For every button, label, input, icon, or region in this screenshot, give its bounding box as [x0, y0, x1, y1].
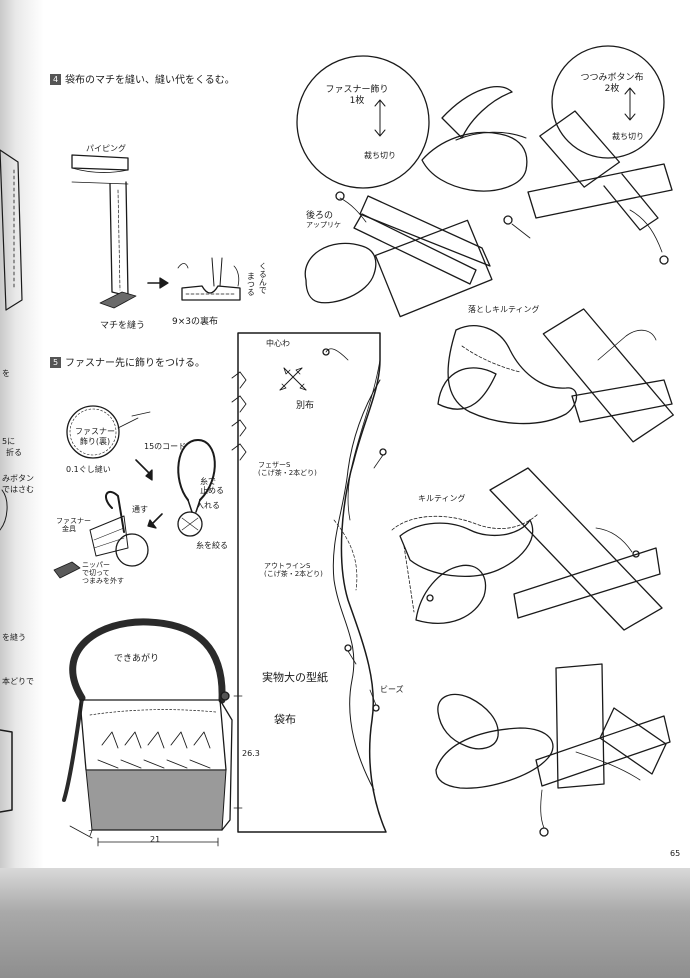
cord-label: 15のコード — [144, 442, 187, 451]
ornament-back-label-line-1: ファスナー — [75, 427, 115, 436]
covered-button-pattern-label: つつみボタン布 2枚 — [570, 74, 654, 94]
lining-bias-label: 9×3の裏布 — [172, 317, 218, 327]
previous-page-edge-drawing — [0, 149, 23, 813]
ornament-back-label: ファスナー 飾り(裏) — [66, 428, 124, 446]
feather-stitch-label: フェザーS (こげ茶・2本どり) — [258, 462, 317, 477]
running-stitch-label: 0.1ぐし縫い — [66, 465, 111, 474]
step-4-number: 4 — [50, 74, 61, 85]
gusset-sewing-diagram — [71, 154, 241, 309]
book-spine-shadow — [0, 0, 44, 880]
outline-stitch-label-line-2: (こげ茶・2本どり) — [264, 570, 323, 578]
tulip-applique-middle — [437, 308, 674, 443]
margin-fragment-4: みボタン — [2, 474, 34, 483]
margin-fragment-3: 折る — [6, 448, 22, 457]
margin-fragment-5: ではさむ — [2, 485, 34, 494]
margin-fragment-7: 本どりで — [2, 677, 34, 686]
wrap-stitch-label-2: まつる — [246, 272, 256, 296]
drop-quilting-label: 落としキルティング — [468, 305, 540, 314]
zipper-pull-label: ファスナー 金具 — [56, 518, 91, 533]
finished-bag-drawing — [62, 618, 243, 847]
outline-stitch-label-line-1: アウトラインS — [264, 562, 311, 570]
finished-title: できあがり — [114, 654, 160, 664]
cut-pull-label: ニッパー で切って つまみを外す — [82, 562, 124, 585]
full-size-pattern-label: 実物大の型紙 — [262, 671, 328, 684]
bag-cloth-pattern-piece — [231, 332, 387, 833]
beads-label: ビーズ — [380, 685, 404, 694]
cut-pull-label-line-3: つまみを外す — [82, 577, 124, 585]
step-5-number: 5 — [50, 357, 61, 368]
zipper-ornament-circle — [296, 55, 430, 189]
covered-button-pattern-label-line-1: つつみボタン布 — [580, 73, 644, 83]
gather-thread-label: 糸を絞る — [196, 541, 228, 550]
insert-label: 入れる — [196, 501, 220, 510]
step-4-text: 袋布のマチを縫い、縫い代をくるむ。 — [65, 75, 235, 86]
finished-width: 21 — [150, 835, 161, 844]
page-number: 65 — [670, 849, 681, 858]
back-applique-label: 後ろの アップリケ — [306, 212, 341, 229]
feather-stitch-label-line-2: (こげ茶・2本どり) — [258, 469, 317, 477]
feather-stitch-label-line-1: フェザーS — [258, 461, 291, 469]
outline-stitch-label: アウトラインS (こげ茶・2本どり) — [264, 563, 323, 578]
ornament-back-label-line-2: 飾り(裏) — [79, 437, 111, 446]
covered-button-circle — [551, 45, 665, 159]
back-applique — [304, 191, 493, 318]
center-fold-label: 中心わ — [266, 339, 290, 348]
cut-pull-label-line-1: ニッパー — [82, 561, 110, 569]
step-5-text: ファスナー先に飾りをつける。 — [65, 358, 205, 369]
zipper-ornament-pattern-label-line-1: ファスナー飾り — [325, 85, 389, 95]
tulip-applique-top — [421, 86, 673, 265]
zipper-pull-label-line-2: 金具 — [62, 525, 76, 533]
tie-thread-label: 糸で 止める — [200, 478, 224, 495]
margin-fragment-6: を縫う — [2, 633, 26, 642]
piping-label: パイピング — [86, 144, 126, 153]
sew-gusset-label: マチを縫う — [100, 321, 146, 331]
tulip-applique-lower — [391, 467, 663, 631]
zipper-ornament-diagram — [53, 405, 216, 579]
finished-height: 26.3 — [242, 749, 260, 758]
step-5-heading: 5 ファスナー先に飾りをつける。 — [50, 357, 205, 369]
pass-through-label: 通す — [132, 505, 148, 514]
finished-depth: 7 — [88, 829, 94, 838]
zipper-ornament-pattern-label-line-2: 1枚 — [349, 96, 365, 106]
cut-pull-label-line-2: で切って — [82, 569, 110, 577]
cut-off-label-2: 裁ち切り — [612, 132, 644, 141]
quilting-label: キルティング — [418, 494, 466, 503]
wrap-stitch-label-1: くるんで — [258, 262, 268, 294]
step-4-heading: 4 袋布のマチを縫い、縫い代をくるむ。 — [50, 74, 235, 86]
covered-button-pattern-label-line-2: 2枚 — [604, 84, 620, 94]
zipper-pull-label-line-1: ファスナー — [56, 517, 91, 525]
margin-fragment-2: 5に — [2, 437, 16, 446]
separate-cloth-label: 別布 — [296, 401, 315, 411]
bag-cloth-label: 袋布 — [274, 713, 296, 726]
margin-fragment-1: を — [2, 369, 10, 378]
tulip-applique-bottom — [435, 663, 671, 837]
cut-off-label-1: 裁ち切り — [364, 151, 396, 160]
tie-thread-label-line-1: 糸で — [200, 477, 216, 486]
tie-thread-label-line-2: 止める — [200, 486, 224, 495]
bottom-scan-shadow — [0, 868, 690, 978]
back-applique-label-line-1: 後ろの — [306, 211, 334, 221]
zipper-ornament-pattern-label: ファスナー飾り 1枚 — [312, 86, 402, 106]
back-applique-label-line-2: アップリケ — [306, 221, 341, 229]
